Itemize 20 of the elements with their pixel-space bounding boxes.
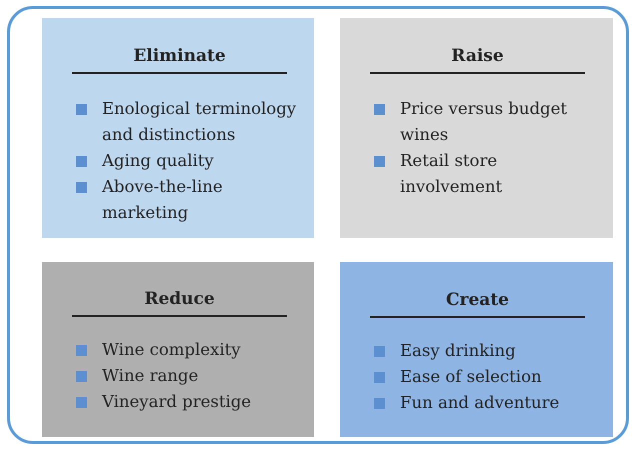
bullet-item: Ease of selection <box>372 364 583 390</box>
quadrant-panel <box>340 18 613 238</box>
bullet-item: Wine range <box>74 363 284 389</box>
quadrant-panel <box>42 262 314 437</box>
bullet-item: Easy drinking <box>372 338 583 364</box>
heading: Create <box>370 290 585 318</box>
frame-outline <box>7 6 629 444</box>
bullet-item: Retail store involvement <box>372 148 583 200</box>
heading: Eliminate <box>72 46 287 74</box>
heading: Reduce <box>72 289 287 317</box>
quadrant-panel <box>42 18 314 238</box>
bullet-item: Fun and adventure <box>372 390 583 416</box>
bullet-item: Above-the-line marketing <box>74 174 314 226</box>
quadrant-panel <box>340 262 613 437</box>
bullet-item: Vineyard prestige <box>74 389 284 415</box>
heading: Raise <box>370 46 585 74</box>
bullet-item: Price versus budget wines <box>372 96 583 148</box>
bullet-item: Enological terminology and distinctions <box>74 96 314 148</box>
bullet-item: Wine complexity <box>74 337 284 363</box>
bullet-item: Aging quality <box>74 148 314 174</box>
